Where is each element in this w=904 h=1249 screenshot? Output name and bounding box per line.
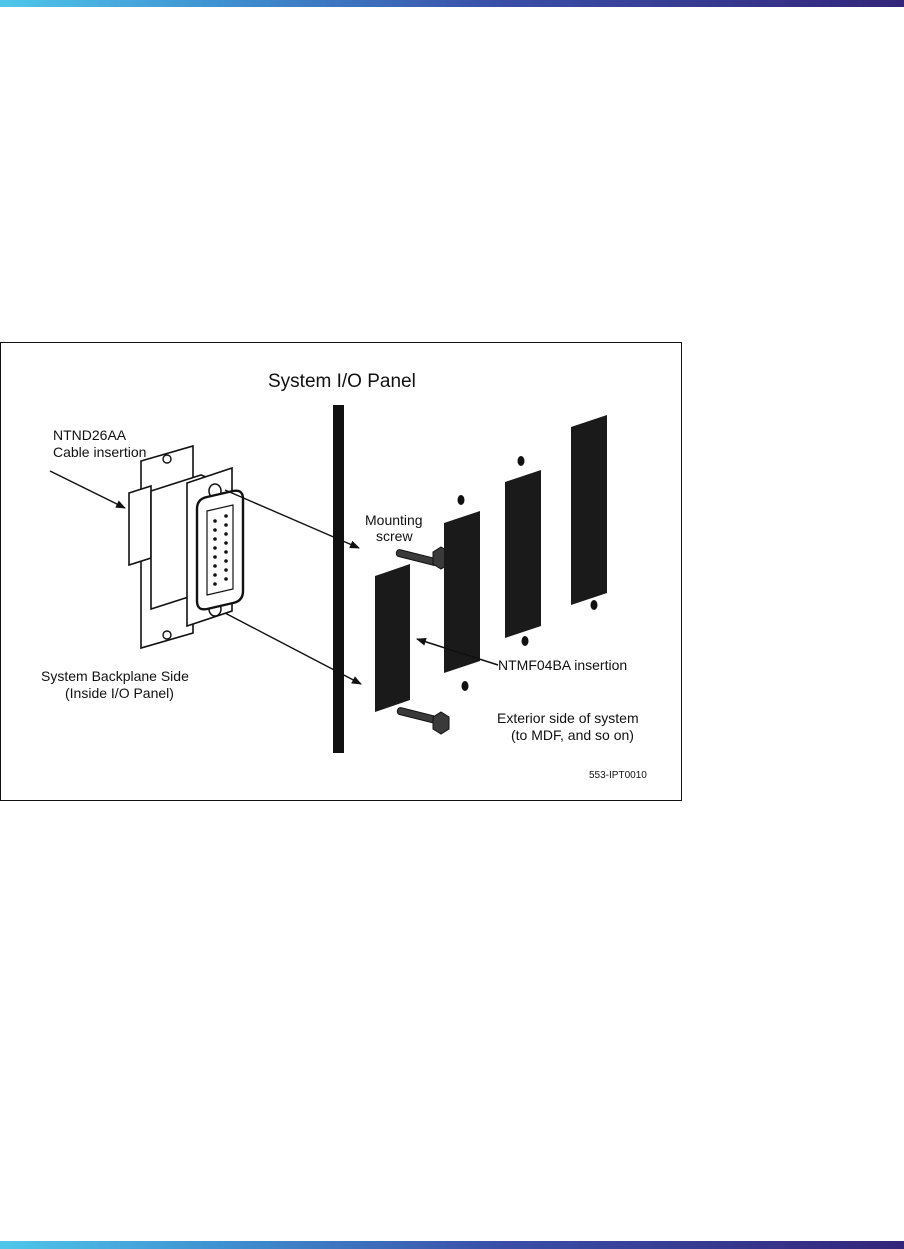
connector-assembly — [128, 444, 245, 650]
dsub-pin — [213, 555, 217, 559]
header-gradient-bar — [0, 0, 904, 7]
dsub-pin — [224, 514, 228, 518]
mounting-screw-lower — [396, 707, 450, 735]
figure-id: 553-IPT0010 — [589, 770, 647, 781]
io-panel-diagram: System I/O Panel NTND26AA Cable insertio… — [41, 371, 647, 781]
dsub-pin — [213, 564, 217, 568]
backplane-label-line2: (Inside I/O Panel) — [65, 685, 174, 701]
screw-shaft — [395, 549, 438, 566]
cover-plate-2 — [444, 511, 480, 673]
ntmf-label: NTMF04BA insertion — [498, 657, 627, 673]
exterior-label-line1: Exterior side of system — [497, 710, 639, 726]
dsub-pin — [213, 582, 217, 586]
mounting-screw-upper — [395, 546, 450, 570]
dsub-pin — [213, 537, 217, 541]
connector-back-shell — [128, 484, 152, 567]
exterior-label-line2: (to MDF, and so on) — [511, 727, 634, 743]
dsub-pin — [224, 577, 228, 581]
dsub-pins — [213, 514, 228, 586]
dsub-pin — [224, 568, 228, 572]
plate-hole — [521, 636, 529, 646]
dsub-face — [206, 504, 234, 596]
io-panel-wall — [333, 405, 344, 753]
screw-head — [432, 711, 450, 735]
cover-plate-4 — [571, 415, 607, 605]
lower-insertion-arrow — [224, 612, 362, 685]
dsub-pin — [213, 528, 217, 532]
upper-insertion-arrow — [224, 489, 360, 549]
figure-frame: System I/O Panel NTND26AA Cable insertio… — [0, 342, 682, 801]
cable-label-line1: NTND26AA — [53, 427, 127, 443]
flange-hole-top — [162, 454, 172, 464]
plate-hole — [457, 495, 465, 505]
plate-hole — [461, 681, 469, 691]
plate-hole — [517, 456, 525, 466]
mounting-screw-label-line1: Mounting — [365, 512, 423, 528]
dsub-pin — [213, 519, 217, 523]
dsub-pin — [224, 532, 228, 536]
plate-holes — [457, 456, 598, 691]
cable-insertion-arrow — [49, 470, 126, 509]
dsub-pin — [213, 546, 217, 550]
ntmf-insertion-arrow — [416, 637, 499, 666]
dsub-pin — [224, 541, 228, 545]
dsub-pin — [224, 559, 228, 563]
dsub-pin — [224, 523, 228, 527]
cable-label-line2: Cable insertion — [53, 444, 146, 460]
figure-title: System I/O Panel — [268, 371, 416, 392]
dsub-pin — [213, 573, 217, 577]
backplane-label-line1: System Backplane Side — [41, 668, 189, 684]
plate-hole — [590, 600, 598, 610]
cover-plate-1 — [375, 564, 410, 712]
footer-gradient-bar — [0, 1241, 904, 1249]
flange-hole-bottom — [162, 630, 172, 640]
dsub-pin — [224, 550, 228, 554]
cover-plate-3 — [505, 470, 541, 638]
mounting-screw-label-line2: screw — [376, 528, 413, 544]
